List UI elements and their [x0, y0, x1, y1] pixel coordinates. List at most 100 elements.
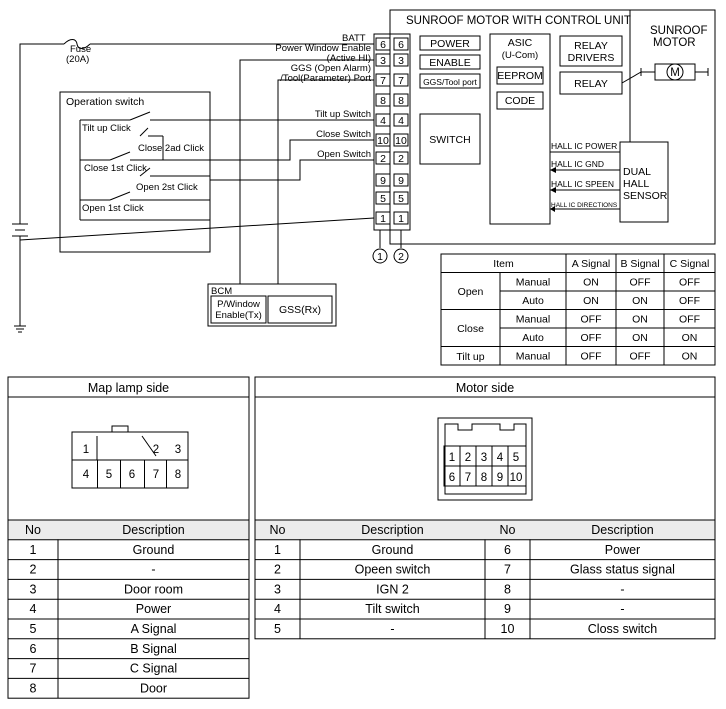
signal-mode: Auto — [522, 295, 544, 307]
motor-pin-label: 9 — [497, 472, 503, 484]
ggs-port-label: GGS/Tool port — [423, 77, 477, 87]
map-lamp-pin-label: 6 — [129, 469, 135, 481]
motor-symbol: M — [640, 63, 709, 81]
close-2ad-click-label: Close 2ad Click — [138, 143, 204, 154]
connector-pin-box — [375, 113, 391, 127]
signal-c-value: OFF — [679, 295, 700, 307]
signal-header: Item — [493, 258, 514, 270]
connector-pin-box — [393, 53, 409, 67]
motor-title-1: SUNROOF — [650, 25, 708, 37]
map-lamp-no: 4 — [30, 602, 37, 616]
motor-pin-label: 3 — [481, 452, 487, 464]
tilt-up-click-label: Tilt up Click — [82, 123, 131, 134]
signal-mode: Auto — [522, 332, 544, 344]
connector-pin-label: 3 — [380, 55, 386, 67]
relay-drivers-box — [559, 35, 623, 67]
motor-side-connector — [437, 417, 533, 501]
signal-a-value: OFF — [581, 332, 602, 344]
fuse-label: Fuse — [70, 44, 91, 55]
code-box — [496, 91, 544, 110]
signal-c-value: ON — [682, 351, 698, 363]
map-lamp-no: 7 — [30, 662, 37, 676]
power-box — [419, 35, 481, 51]
connector-pin-box — [375, 173, 391, 187]
bcm-label: BCM — [211, 286, 232, 297]
signal-item: Open — [458, 286, 484, 298]
open-2st-click-label: Open 2st Click — [136, 182, 198, 193]
motor-title-2: MOTOR — [653, 37, 696, 49]
motor-side-no: 5 — [274, 622, 281, 636]
motor-pin-label: 2 — [465, 452, 471, 464]
switch-box — [419, 113, 481, 165]
signal-header: B Signal — [620, 258, 659, 270]
signal-item: Tilt up — [456, 351, 484, 363]
connector-pin-label: 8 — [380, 95, 386, 107]
signal-b-value: ON — [632, 332, 648, 344]
motor-side-header: No — [500, 523, 516, 537]
connector-pin-box — [375, 191, 391, 205]
signal-a-value: ON — [583, 295, 599, 307]
tilt-up-switch-label: Tilt up Switch — [315, 109, 371, 120]
connector-2-marker — [393, 248, 409, 264]
eeprom-label: EEPROM — [497, 70, 543, 82]
connector-pin-label: 9 — [398, 175, 404, 187]
operation-switch-contacts — [79, 111, 210, 221]
connector-pin-box — [375, 151, 391, 165]
motor-side-section: Motor side — [254, 376, 716, 521]
map-lamp-desc: Door room — [124, 582, 183, 596]
open-1st-click-label: Open 1st Click — [82, 203, 144, 214]
connector-pin-box — [393, 151, 409, 165]
map-lamp-pin-label: 3 — [175, 444, 181, 456]
signal-mode: Manual — [516, 277, 550, 289]
gss-rx-label: GSS(Rx) — [279, 304, 321, 316]
connector-pin-label: 1 — [398, 213, 404, 225]
signal-b-value: OFF — [630, 351, 651, 363]
signal-header: C Signal — [670, 258, 710, 270]
motor-letter: M — [670, 67, 680, 79]
operation-switch-box — [59, 91, 211, 253]
switch-label: SWITCH — [429, 134, 470, 146]
bcm-box — [207, 283, 337, 327]
connector-pin-label: 1 — [380, 213, 386, 225]
connector-pin-box — [375, 37, 391, 51]
hall-speen-label: HALL IC SPEEN — [551, 179, 614, 189]
signal-c-value: OFF — [679, 277, 700, 289]
connector-pin-box — [393, 37, 409, 51]
motor-pin-label: 6 — [449, 472, 455, 484]
connector-pin-box — [393, 113, 409, 127]
code-label: CODE — [505, 95, 535, 107]
connector-pin-box — [375, 211, 391, 225]
map-lamp-header: No — [25, 523, 41, 537]
asic-sub-label: (U-Com) — [502, 50, 538, 61]
sensor-label: SENSOR — [623, 190, 668, 202]
open-switch-label: Open Switch — [317, 149, 371, 160]
eeprom-box — [496, 66, 544, 85]
gss-rx-box — [267, 295, 333, 324]
motor-pin-label: 4 — [497, 452, 504, 464]
motor-side-no: 3 — [274, 582, 281, 596]
map-lamp-no: 8 — [30, 681, 37, 695]
signal-c-value: OFF — [679, 314, 700, 326]
pwin-box — [210, 295, 267, 324]
motor-side-desc: Closs switch — [588, 622, 658, 636]
signal-header: A Signal — [572, 258, 611, 270]
hall-ic-lines — [550, 151, 620, 212]
connector-pin-label: 10 — [395, 135, 407, 147]
map-lamp-no: 1 — [30, 543, 37, 557]
map-lamp-section: Map lamp side — [7, 376, 250, 521]
connector-pin-box — [393, 133, 409, 147]
motor-side-desc: Tilt switch — [365, 602, 419, 616]
signal-mode: Manual — [516, 351, 550, 363]
motor-side-no: 4 — [274, 602, 281, 616]
hall-power-label: HALL IC POWER — [551, 141, 617, 151]
connector-pin-label: 4 — [398, 115, 404, 127]
motor-side-desc: Glass status signal — [570, 563, 675, 577]
signal-a-value: OFF — [581, 314, 602, 326]
control-unit-box — [389, 9, 716, 245]
signal-item: Close — [457, 323, 484, 335]
connector-pin-box — [375, 133, 391, 147]
map-lamp-title: Map lamp side — [88, 381, 169, 395]
map-lamp-desc: Door — [140, 681, 167, 695]
